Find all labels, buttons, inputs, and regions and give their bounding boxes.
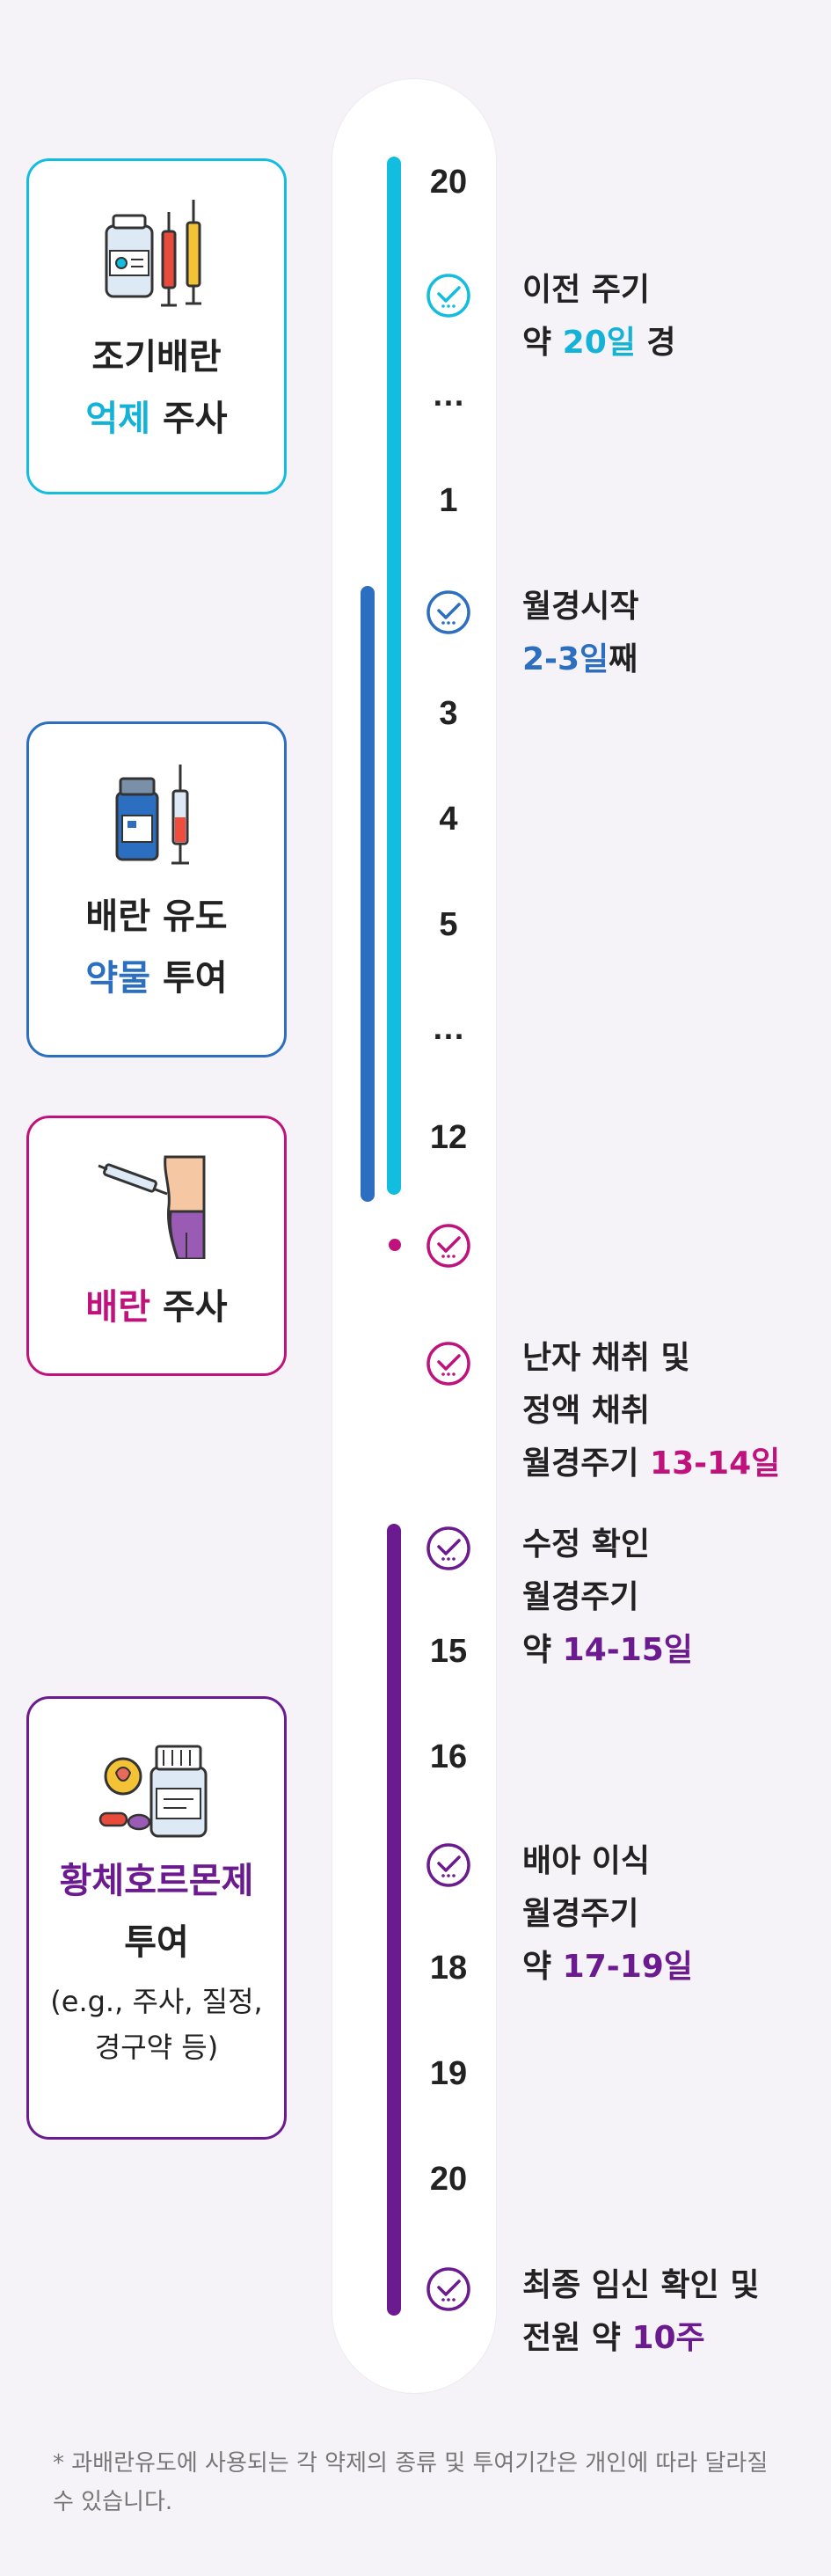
day-ellipsis-1: …	[432, 377, 465, 413]
event-highlight: 14-15일	[562, 1632, 693, 1668]
event-line: 월경주기 13-14일	[522, 1438, 780, 1490]
card-title: 배란 주사	[29, 1277, 284, 1338]
day-3: 3	[439, 695, 458, 732]
card-title-text: 투여	[150, 958, 228, 999]
card-title: 조기배란	[91, 337, 222, 377]
progesterone-medication-icon	[98, 1745, 208, 1838]
card-title-highlight: 약물	[85, 958, 151, 999]
event-menses-start: 월경시작 2-3일째	[522, 581, 638, 686]
event-previous-cycle: 이전 주기 약 20일 경	[522, 264, 676, 370]
event-retrieval: 난자 채취 및 정액 채취 월경주기 13-14일	[522, 1332, 780, 1490]
event-line: 2-3일째	[522, 633, 638, 686]
event-transfer: 배아 이식 월경주기 약 17-19일	[522, 1835, 693, 1994]
trigger-dot	[389, 1239, 401, 1251]
card-title-highlight: 황체호르몬제	[59, 1861, 254, 1901]
event-highlight: 10주	[631, 2320, 705, 2356]
event-line: 월경주기	[522, 1896, 639, 1932]
abdomen-injection-icon	[98, 1155, 206, 1259]
event-highlight: 20일	[562, 325, 636, 361]
day-1: 1	[439, 482, 458, 519]
event-highlight: 17-19일	[562, 1949, 693, 1985]
card-progesterone: 황체호르몬제 투여 (e.g., 주사, 질정, 경구약 등)	[26, 1696, 287, 2140]
event-fertilization: 수정 확인 월경주기 약 14-15일	[522, 1519, 693, 1677]
event-text: 경	[635, 325, 676, 361]
card-trigger-injection: 배란 주사	[26, 1116, 287, 1376]
card-title: 황체호르몬제	[29, 1850, 284, 1912]
event-highlight: 13-14일	[650, 1445, 781, 1482]
timeline-track	[332, 79, 496, 2393]
event-text: 약	[522, 325, 563, 361]
check-circle-icon	[426, 1342, 470, 1386]
card-title-highlight: 배란	[85, 1287, 151, 1328]
event-line: 최종 임신 확인 및	[522, 2267, 760, 2303]
day-20-prev: 20	[429, 164, 468, 201]
day-20: 20	[429, 2161, 468, 2198]
event-line: 약 14-15일	[522, 1624, 693, 1677]
check-circle-icon	[426, 590, 470, 634]
check-circle-icon	[426, 274, 470, 318]
event-text: 약	[522, 1632, 563, 1668]
card-title: 약물 투여	[29, 948, 284, 1009]
day-5: 5	[439, 906, 458, 943]
induction-period-bar	[361, 586, 375, 1202]
day-15: 15	[429, 1633, 468, 1670]
event-text: 월경주기	[522, 1445, 651, 1482]
progesterone-period-bar	[387, 1524, 401, 2316]
event-line: 약 20일 경	[522, 317, 676, 370]
injection-vial-icon	[105, 200, 201, 307]
check-circle-icon	[426, 2267, 470, 2311]
event-highlight: 2-3일	[522, 641, 609, 677]
suppression-period-bar	[387, 157, 401, 1195]
event-text: 째	[609, 641, 638, 677]
event-line: 이전 주기	[522, 272, 651, 308]
card-title: 투여	[124, 1922, 189, 1963]
card-title: 억제 주사	[29, 388, 284, 450]
footnote: * 과배란유도에 사용되는 각 약제의 종류 및 투여기간은 개인에 따라 달라…	[53, 2450, 769, 2515]
event-line: 배아 이식	[522, 1843, 651, 1879]
event-text: 전원 약	[522, 2320, 632, 2356]
event-line: 정액 채취	[522, 1393, 651, 1429]
card-subtitle: (e.g., 주사, 질정,	[50, 1985, 263, 2018]
day-12: 12	[429, 1119, 468, 1156]
event-line: 수정 확인	[522, 1526, 651, 1562]
card-title-text: 주사	[150, 399, 228, 439]
card-ovulation-induction: 배란 유도 약물 투여	[26, 721, 287, 1057]
day-4: 4	[439, 801, 458, 838]
day-16: 16	[429, 1738, 468, 1775]
day-18: 18	[429, 1950, 468, 1987]
card-subtitle: 경구약 등)	[94, 2031, 219, 2064]
check-circle-icon	[426, 1526, 470, 1570]
medicine-bottle-icon	[115, 765, 189, 865]
event-final-confirmation: 최종 임신 확인 및 전원 약 10주	[522, 2259, 759, 2365]
event-line: 월경시작	[522, 589, 639, 625]
event-line: 월경주기	[522, 1579, 639, 1615]
event-line: 약 17-19일	[522, 1941, 693, 1994]
check-circle-icon	[426, 1224, 470, 1268]
card-suppression-injection: 조기배란 억제 주사	[26, 158, 287, 494]
event-line: 전원 약 10주	[522, 2312, 759, 2365]
event-text: 약	[522, 1949, 563, 1985]
day-ellipsis-2: …	[432, 1010, 465, 1047]
day-19: 19	[429, 2055, 468, 2092]
check-circle-icon	[426, 1843, 470, 1887]
card-title-text: 주사	[150, 1287, 228, 1328]
event-line: 난자 채취 및	[522, 1340, 690, 1376]
card-title-highlight: 억제	[85, 399, 151, 439]
card-title: 배란 유도	[85, 896, 228, 937]
